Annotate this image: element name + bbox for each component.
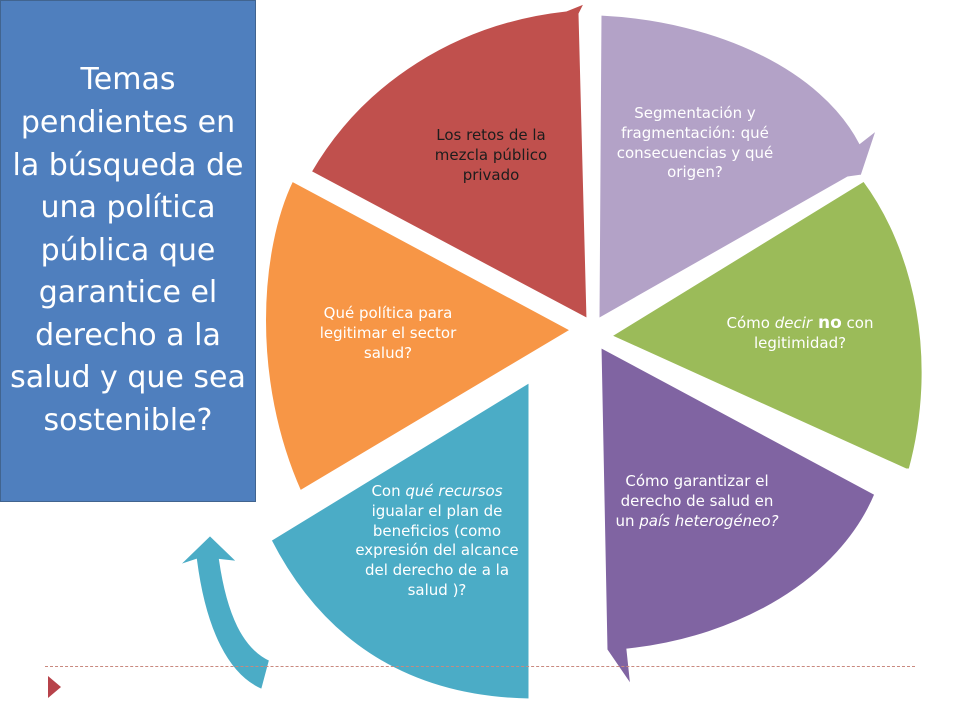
cycle-return-arrow [177,533,272,692]
segment-lavender [596,12,881,323]
segment-label-legitimar: Qué política para legitimar el sector sa… [319,304,457,362]
footer-arrow-icon [48,676,61,698]
segment-label-mezcla: Los retos de la mezcla público privado [434,126,548,184]
segment-red [307,0,590,323]
segment-label-decir-no: Cómo decir no con legitimidad? [726,313,874,353]
footer-divider [45,666,915,667]
title-box: Temas pendientes en la búsqueda de una p… [0,0,256,502]
segment-label-pais-heterogeneo: Cómo garantizar el derecho de salud en u… [615,472,779,530]
segment-orange [263,177,576,495]
segment-teal [268,346,585,702]
segment-green [606,178,925,472]
segment-label-recursos: Con qué recursos igualar el plan de bene… [355,482,519,599]
segment-purple [598,343,878,689]
page-title: Temas pendientes en la búsqueda de una p… [10,62,246,439]
segment-label-segmentacion: Segmentación y fragmentación: qué consec… [616,104,774,182]
